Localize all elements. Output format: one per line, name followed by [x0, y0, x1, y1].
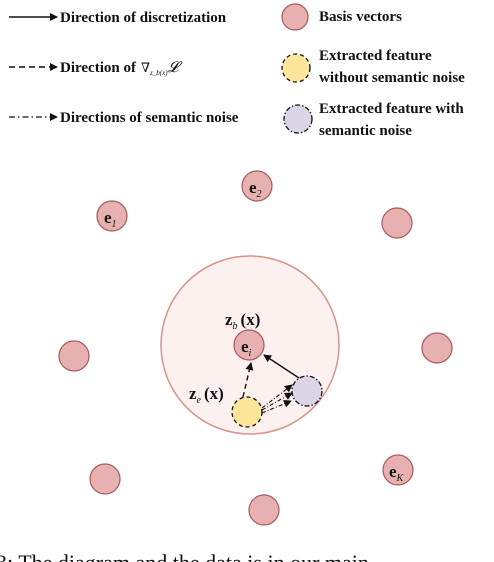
legend-item-noise: Extracted feature with semantic noise	[283, 101, 464, 139]
feature-with-noise	[291, 375, 323, 407]
legend-label-basis: Basis vectors	[319, 9, 402, 25]
legend-item-semantic-noise: Directions of semantic noise	[9, 110, 239, 126]
gradient-subscript: z_b(x)	[149, 69, 168, 77]
legend-label-noise-2: semantic noise	[319, 123, 412, 139]
basis-vector-swatch-icon	[281, 3, 309, 31]
noise-swatch-icon	[283, 104, 313, 134]
legend-item-basis: Basis vectors	[281, 3, 402, 31]
noise-arrow	[261, 399, 292, 414]
legend-label-semantic-noise: Directions of semantic noise	[60, 110, 239, 126]
legend: Direction of discretization Direction of…	[9, 3, 465, 139]
discretization-arrow	[263, 354, 300, 379]
basis-vector-ei	[233, 329, 265, 361]
gradient-prefix: Direction of	[60, 60, 137, 76]
noise-arrow	[261, 392, 293, 411]
label-e1: e1	[104, 208, 117, 230]
label-ze: ze(x)	[189, 384, 224, 406]
label-eK: eK	[389, 462, 405, 484]
gradient-loss: 𝓛	[168, 60, 183, 76]
legend-item-gradient: Direction of ∇z_b(x)𝓛	[9, 60, 183, 77]
legend-item-no-noise: Extracted feature without semantic noise	[281, 48, 465, 86]
basis-vector	[421, 332, 453, 364]
no-noise-swatch-icon	[281, 53, 311, 83]
basis-vector	[381, 207, 413, 239]
legend-label-gradient: Direction of ∇z_b(x)𝓛	[60, 60, 183, 77]
gradient-nabla: ∇	[141, 60, 150, 75]
basis-vector	[58, 340, 90, 372]
gradient-arrow	[242, 362, 254, 398]
basis-vector-eK	[382, 454, 414, 486]
legend-label-discretization: Direction of discretization	[60, 10, 227, 26]
feature-no-noise	[231, 396, 263, 428]
legend-label-noise-1: Extracted feature with	[319, 101, 464, 117]
basis-vector	[89, 463, 121, 495]
legend-label-no-noise-1: Extracted feature	[319, 48, 432, 64]
legend-item-discretization: Direction of discretization	[9, 10, 227, 26]
label-e2: e2	[249, 178, 262, 200]
noise-arrow	[261, 384, 293, 409]
caption-fragment: 3: The diagram and the data is in our ma…	[0, 550, 369, 562]
vector-space: e2 e1 ei eK zb(x) ze(x)	[58, 170, 453, 526]
legend-label-no-noise-2: without semantic noise	[319, 70, 465, 86]
basis-vector-e2	[241, 170, 273, 202]
label-ei: ei	[241, 337, 252, 359]
label-zb: zb(x)	[225, 310, 260, 332]
basis-vector	[248, 494, 280, 526]
basis-vector-e1	[96, 200, 128, 232]
